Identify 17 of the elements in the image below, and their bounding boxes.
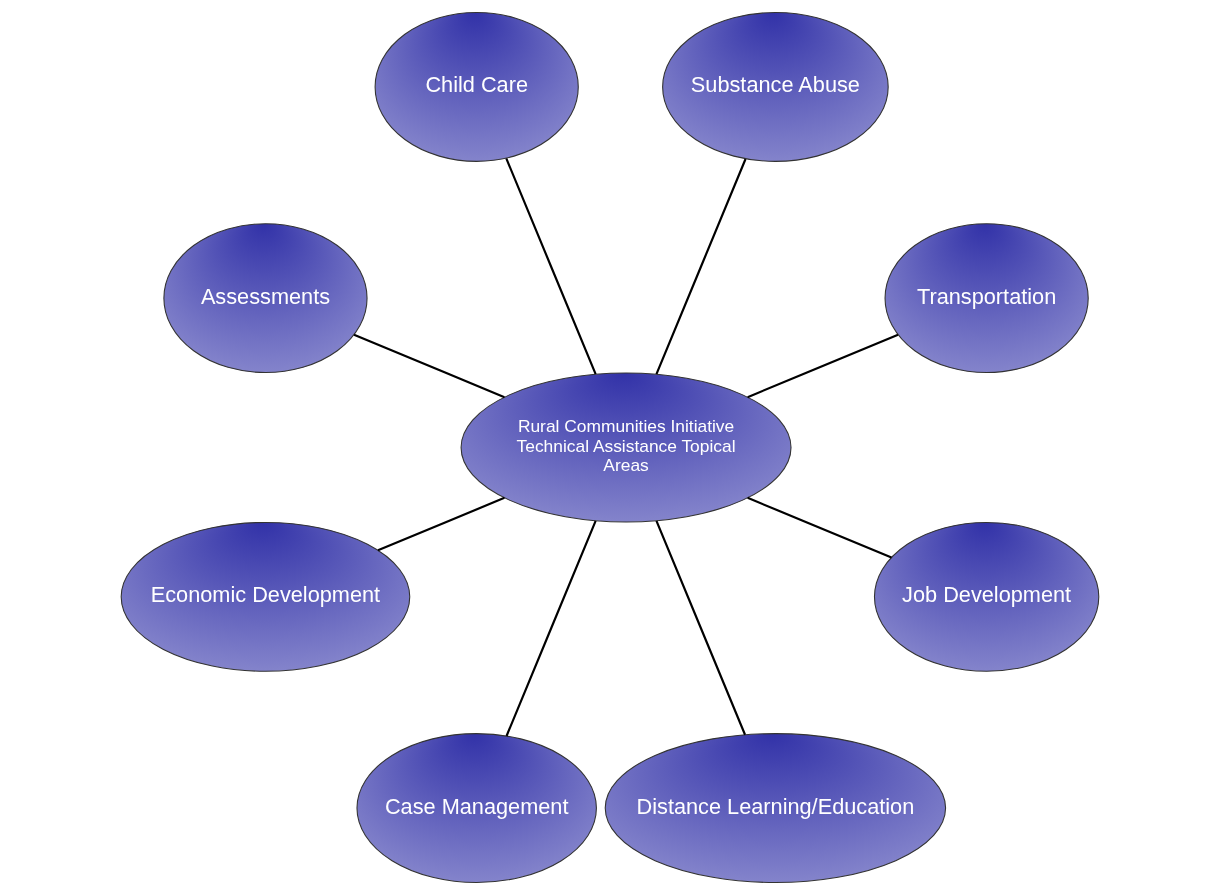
connector [746, 496, 892, 559]
node-ellipse: Case Management [355, 733, 597, 884]
node-ellipse: Substance Abuse [661, 11, 889, 162]
node-ellipse: Transportation [884, 223, 1089, 374]
connector [654, 520, 746, 736]
connector [505, 520, 597, 737]
node-ellipse: Economic Development [120, 521, 410, 672]
node-ellipse: Assessments [162, 223, 368, 374]
node-ellipse: Child Care [374, 11, 579, 162]
connector [504, 157, 597, 375]
connector [654, 158, 747, 375]
connector [353, 333, 505, 399]
node-ellipse: Rural Communities Initiative Technical Assistance Topical Areas [460, 372, 792, 523]
node-ellipse: Job Development [873, 521, 1099, 672]
node-ellipse: Distance Learning/Education [604, 733, 946, 884]
connector [746, 333, 898, 399]
connector [377, 496, 505, 552]
